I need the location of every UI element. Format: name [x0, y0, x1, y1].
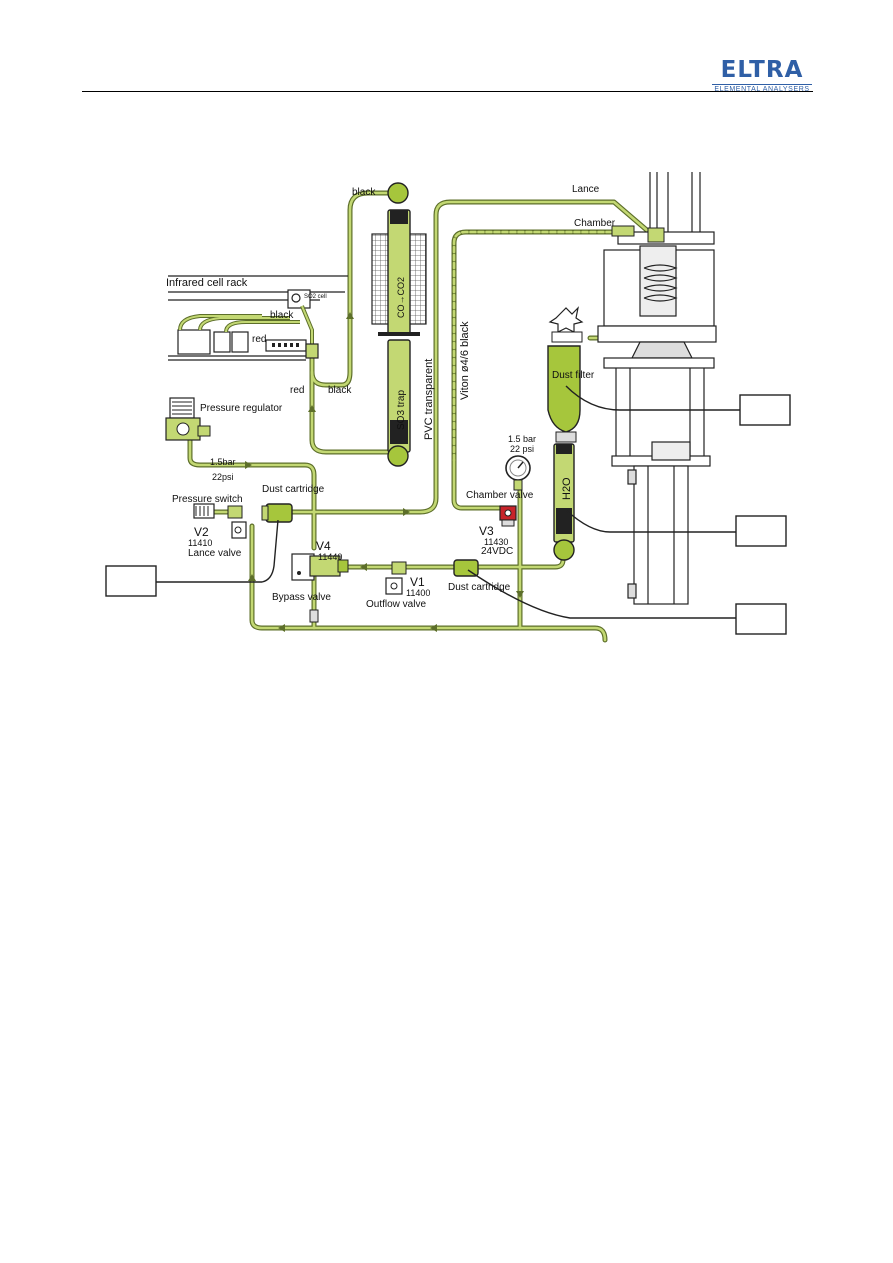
- pvc-transparent-label: PVC transparent: [423, 359, 435, 440]
- callout-box-h2o: [735, 515, 787, 547]
- outflow-valve-label: Outflow valve: [366, 599, 426, 610]
- callouts: [105, 385, 791, 635]
- pressure-regulator-label: Pressure regulator: [200, 403, 283, 414]
- outflow-valve-v1: [385, 561, 407, 595]
- so2-cell-label: SO2 cell: [304, 294, 327, 300]
- logo-tagline: ELEMENTAL ANALYSERS: [712, 84, 812, 93]
- pressure-switch-label: Pressure switch: [172, 494, 243, 505]
- dust-filter-assembly: [547, 306, 584, 443]
- h2o-trap: [553, 443, 575, 561]
- dust-cartridge-bottom-label: Dust cartridge: [448, 582, 511, 593]
- gauge-bar-label: 1.5 bar: [508, 434, 536, 444]
- black-top-label: black: [352, 187, 376, 198]
- gauge-psi-label: 22 psi: [510, 444, 534, 454]
- red-bottom-label: red: [290, 385, 304, 396]
- v4-number: 11440: [318, 552, 342, 562]
- v2-name: Lance valve: [188, 548, 242, 559]
- black-bottom-label: black: [328, 385, 352, 396]
- bypass-valve-v4: [291, 553, 349, 623]
- pressure-gauge: [505, 455, 531, 491]
- v4-label: V4: [316, 539, 331, 553]
- flow-arrows: [245, 312, 524, 632]
- viton-label: Viton ø4/6 black: [459, 321, 471, 400]
- header-rule: [82, 91, 813, 92]
- v2-number: 11410: [188, 538, 212, 548]
- v1-label: V1: [410, 575, 425, 589]
- v1-number: 11400: [406, 588, 430, 598]
- furnace-assembly: [597, 172, 717, 605]
- eltra-logo: ELTRA ELEMENTAL ANALYSERS: [712, 58, 812, 93]
- co-co2-label: CO→CO2: [396, 277, 406, 318]
- callout-box-dust-filter: [739, 394, 791, 426]
- lance-fitting: [647, 227, 665, 243]
- v2-label: V2: [194, 525, 209, 539]
- bar-label: 1.5bar: [210, 457, 236, 467]
- catalyst-column: [371, 182, 427, 467]
- chamber-valve-v3: [499, 505, 517, 527]
- psi-label: 22psi: [212, 472, 234, 482]
- chamber-fitting: [611, 225, 635, 237]
- dust-filter-label: Dust filter: [552, 370, 595, 381]
- dust-cartridge-top-label: Dust cartridge: [262, 484, 325, 495]
- pressure-switch: [193, 503, 215, 519]
- infrared-cell-rack-label: Infrared cell rack: [166, 277, 248, 289]
- logo-wordmark: ELTRA: [720, 57, 804, 83]
- red-rack-label: red: [252, 334, 266, 345]
- infrared-cell-rack: [168, 275, 348, 361]
- bypass-valve-label: Bypass valve: [272, 592, 331, 603]
- lance-label: Lance: [572, 184, 600, 195]
- callout-box-left: [105, 565, 157, 597]
- chamber-label: Chamber: [574, 218, 616, 229]
- chamber-valve-label: Chamber valve: [466, 490, 534, 501]
- h2o-label: H2O: [561, 477, 573, 500]
- v3-voltage: 24VDC: [481, 546, 513, 557]
- callout-box-dust-cartridge: [735, 603, 787, 635]
- so3-trap-label: SO3 trap: [396, 390, 407, 430]
- v3-label: V3: [479, 524, 494, 538]
- v3-number: 11430: [484, 537, 508, 547]
- black-rack-label: black: [270, 310, 294, 321]
- pressure-regulator: [165, 397, 211, 441]
- dust-cartridge-top: [261, 503, 293, 523]
- lance-valve-v2: [227, 505, 247, 539]
